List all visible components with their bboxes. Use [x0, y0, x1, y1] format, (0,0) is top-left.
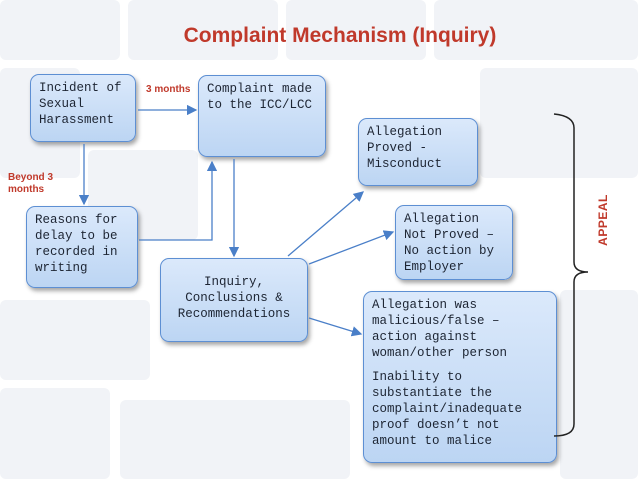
inquiry-box: Inquiry, Conclusions & Recommendations [160, 258, 308, 342]
allegation-not-proved-text: Allegation Not Proved – No action by Emp… [404, 212, 495, 274]
allegation-not-proved-box: Allegation Not Proved – No action by Emp… [395, 205, 513, 280]
three-months-label: 3 months [146, 84, 191, 95]
allegation-malicious-box: Allegation was malicious/false – action … [363, 291, 557, 463]
delay-reasons-box: Reasons for delay to be recorded in writ… [26, 206, 138, 288]
allegation-malicious-text: Allegation was malicious/false – action … [372, 298, 508, 360]
inability-substantiate-text: Inability to substantiate the complaint/… [372, 370, 523, 448]
complaint-box: Complaint made to the ICC/LCC [198, 75, 326, 157]
page-title: Complaint Mechanism (Inquiry) [183, 24, 497, 47]
allegation-proved-box: Allegation Proved - Misconduct [358, 118, 478, 186]
inquiry-text: Inquiry, Conclusions & Recommendations [177, 275, 291, 321]
appeal-label: APPEAL [596, 194, 610, 246]
delay-reasons-text: Reasons for delay to be recorded in writ… [35, 213, 118, 275]
beyond-three-months-label: Beyond 3 months [8, 172, 54, 195]
incident-text: Incident of Sexual Harassment [39, 81, 122, 127]
complaint-text: Complaint made to the ICC/LCC [207, 82, 313, 112]
allegation-proved-text: Allegation Proved - Misconduct [367, 125, 443, 171]
incident-box: Incident of Sexual Harassment [30, 74, 136, 142]
